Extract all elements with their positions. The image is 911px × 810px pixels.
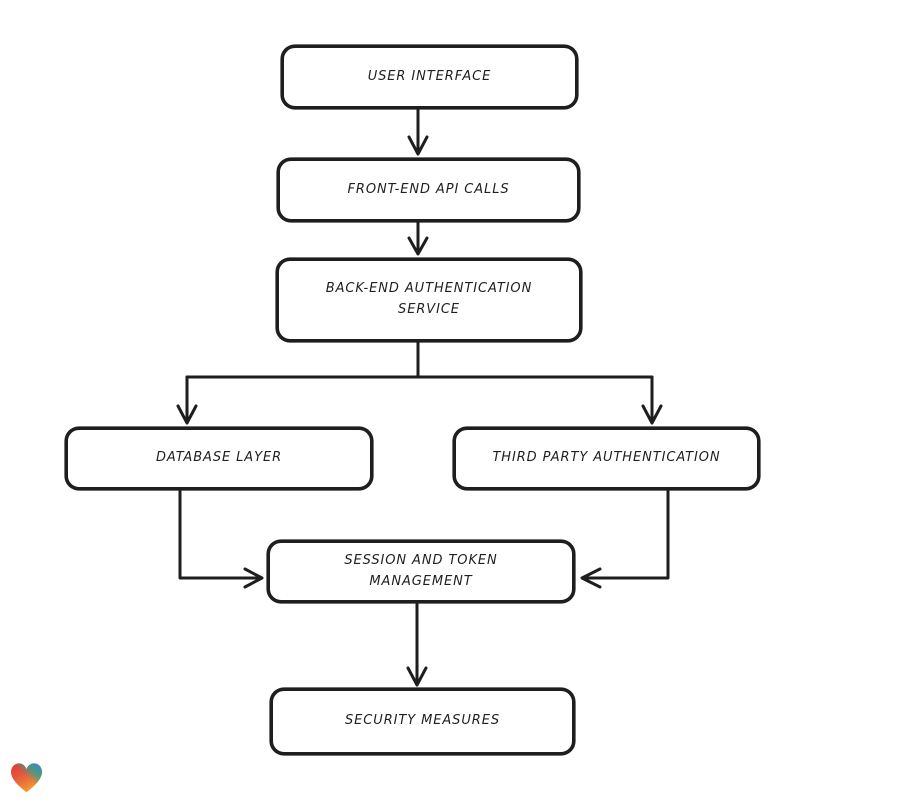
- gradient-heart-logo-icon[interactable]: [9, 761, 44, 794]
- node-session-and-token-management[interactable]: SESSION AND TOKEN MANAGEMENT: [267, 540, 575, 603]
- node-front-end-api-calls[interactable]: FRONT-END API CALLS: [277, 158, 580, 222]
- node-user-interface[interactable]: USER INTERFACE: [281, 45, 578, 109]
- edge-database-to-session: [178, 489, 264, 589]
- node-label: FRONT-END API CALLS: [347, 181, 510, 197]
- node-database-layer[interactable]: DATABASE LAYER: [65, 427, 373, 490]
- node-back-end-authentication-service[interactable]: BACK-END AUTHENTICATION SERVICE: [276, 258, 582, 342]
- edge-back-end-auth-branch: [176, 341, 663, 425]
- node-label: DATABASE LAYER: [155, 450, 283, 466]
- edge-session-to-security: [406, 602, 428, 687]
- node-label: USER INTERFACE: [367, 68, 492, 84]
- edge-user-interface-to-front-end: [407, 108, 429, 156]
- node-security-measures[interactable]: SECURITY MEASURES: [270, 688, 575, 755]
- node-label: SESSION AND TOKEN MANAGEMENT: [344, 552, 498, 589]
- edge-front-end-to-back-end-auth: [407, 221, 429, 256]
- node-label: SECURITY MEASURES: [345, 713, 500, 729]
- node-label: THIRD PARTY AUTHENTICATION: [492, 450, 721, 466]
- edge-third-party-to-session: [580, 489, 670, 589]
- node-label: BACK-END AUTHENTICATION SERVICE: [325, 281, 533, 317]
- node-third-party-authentication[interactable]: THIRD PARTY AUTHENTICATION: [453, 427, 760, 490]
